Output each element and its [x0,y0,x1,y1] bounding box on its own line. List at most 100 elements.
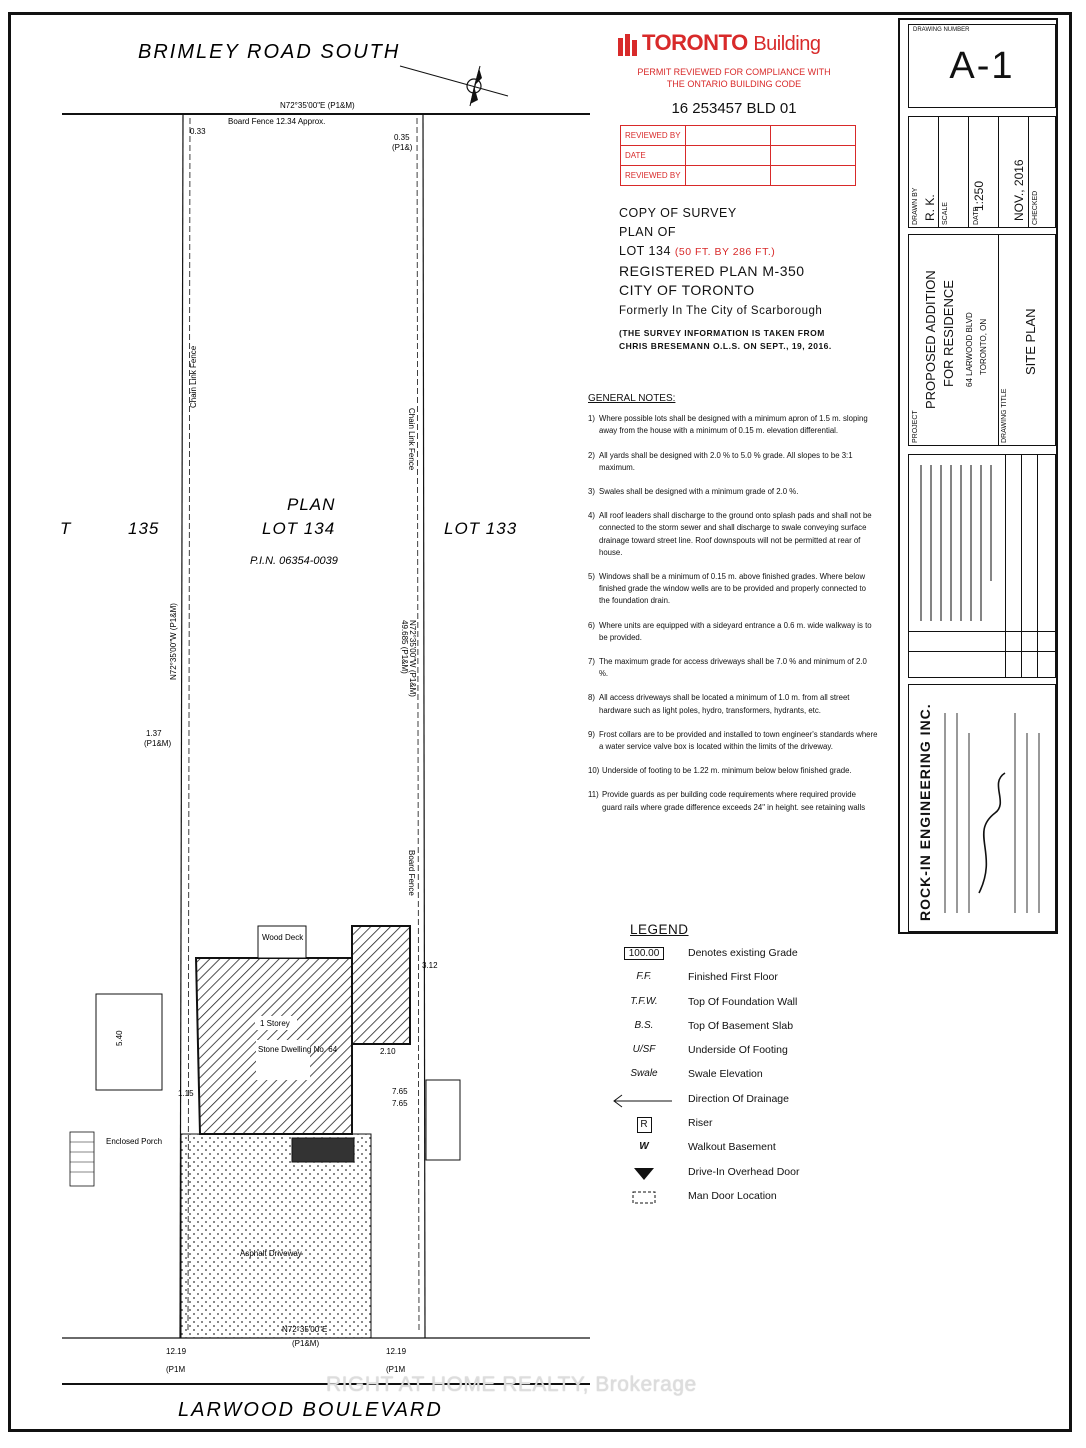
note-item: 6)Where units are equipped with a sideya… [588,620,872,642]
toronto-building-logo: TORONTO Building [642,30,821,56]
sheet-border [8,12,1072,1432]
stone-dwelling-label: Stone Dwelling No. 64 [258,1045,338,1054]
drawn-info-box: DRAWN BY R. K. SCALE 1:250 DATE NOV., 20… [908,116,1056,228]
porch-stairs [69,1131,95,1187]
chain-link-fence-right: Chain Link Fence [407,408,416,471]
drainage-arrow-icon [613,1094,672,1108]
board-fence-right: Board Fence [407,850,416,896]
general-notes-header: GENERAL NOTES: [588,393,676,404]
wood-deck-label: Wood Deck [262,933,304,942]
survey-line-5: CITY OF TORONTO [619,282,755,298]
firm-box: ROCK-IN ENGINEERING INC. [908,684,1056,932]
revision-notes-text [920,465,992,621]
enclosed-porch-label: Enclosed Porch [106,1137,162,1146]
logo-suffix: Building [753,33,821,55]
dim-0-35-top: 0.35 [394,133,410,142]
plan-label: PLAN [287,495,335,514]
address-line-2: TORONTO, ON [979,318,988,375]
survey-line-6: Formerly In The City of Scarborough [619,305,823,317]
note-item: 3)Swales shall be designed with a minimu… [588,487,799,497]
man-door-icon [632,1191,656,1204]
right-distance: 49.685 (P1&M) [400,620,409,674]
note-item: 1)Where possible lots shall be designed … [588,414,868,436]
overhead-door-icon [634,1167,654,1180]
review-row-label: REVIEWED BY [620,165,686,186]
survey-line-3: LOT 134 (50 FT. BY 286 FT.) [619,242,879,262]
note-item: 10)Underside of footing to be 1.22 m. mi… [588,766,852,776]
note-item: 4)All roof leaders shall discharge to th… [588,511,872,557]
permit-stamp: TORONTO Building PERMIT REVIEWED FOR COM… [612,26,856,186]
legend-row: Drive-In Overhead Door [606,1166,876,1190]
survey-lot-dims: (50 FT. BY 286 FT.) [674,246,776,258]
top-bearing: N72°35'00"E (P1&M) [280,101,355,110]
toronto-logo-icon [618,34,637,56]
legend-row: Man Door Location [606,1190,876,1214]
project-line-2: FOR RESIDENCE [941,280,956,387]
one-storey-label: 1 Storey [260,1019,290,1028]
note-item: 5)Windows shall be a minimum of 0.15 m. … [588,572,866,606]
legend-symbol: 100.00 [606,947,682,960]
street-name-top: BRIMLEY ROAD SOUTH [138,41,400,63]
date-label: DATE [973,206,980,225]
permit-reviewed-text: PERMIT REVIEWED FOR COMPLIANCE WITH THE … [612,66,856,90]
project-line-1: PROPOSED ADDITION [923,270,938,409]
drawing-title: SITE PLAN [1023,308,1038,375]
dim-p1m-left: (P1M [166,1365,185,1374]
dim-p1m-right: (P1M [386,1365,405,1374]
drawn-by-label: DRAWN BY [912,187,919,225]
survey-line-1: COPY OF SURVEY [619,206,737,220]
asphalt-driveway-label: Asphalt Driveway [240,1249,302,1258]
survey-note-2: CHRIS BRESEMANN O.L.S. ON SEPT., 19, 201… [619,341,832,351]
bottom-plan-ref: (P1&M) [292,1339,319,1348]
brokerage-watermark: RIGHT AT HOME REALTY, Brokerage [326,1373,697,1396]
label-bg-dwelling [256,1040,310,1080]
chain-link-fence-left: Chain Link Fence [189,345,198,408]
right-side-stairs [425,1079,461,1161]
permit-number: 16 253457 BLD 01 [671,100,797,117]
review-row-label: REVIEWED BY [620,125,686,146]
drawing-number-box: DRAWING NUMBER A-1 [908,24,1056,108]
survey-info: COPY OF SURVEY PLAN OF LOT 134 (50 FT. B… [619,204,879,353]
drawing-title-label: DRAWING TITLE [1001,388,1008,443]
review-table: REVIEWED BY DATE REVIEWED BY [620,125,856,186]
dim-5-40: 5.40 [115,1030,124,1046]
dim-0-33: 0.33 [190,127,206,136]
lot-135-label: 135 [128,519,159,538]
label-bg-storey [255,1016,297,1030]
survey-line-4: REGISTERED PLAN M-350 [619,263,805,279]
dim-3-12: 3.12 [422,961,438,970]
drawing-number-label: DRAWING NUMBER [913,27,970,33]
lot-134-label: LOT 134 [262,519,335,538]
dim-1-37: 1.37 [146,729,162,738]
revisions-box [908,454,1056,678]
board-fence-top: Board Fence 12.34 Approx. [228,117,325,126]
logo-name: TORONTO [642,30,748,55]
enclosed-porch-outline [95,993,163,1091]
project-box: PROJECT PROPOSED ADDITION FOR RESIDENCE … [908,234,1056,446]
fence-left [187,117,191,1331]
lot-133-label: LOT 133 [444,519,517,538]
street-name-bottom: LARWOOD BOULEVARD [178,1399,443,1421]
dim-7-65b: 7.65 [392,1099,408,1108]
left-bearing: N72°35'00"W (P1&M) [169,603,178,680]
note-item: 8)All access driveways shall be located … [588,693,850,715]
firm-details [944,713,1040,913]
dim-2-10: 2.10 [380,1047,396,1056]
lot-135-prefix: T [60,519,72,538]
survey-note-1: (THE SURVEY INFORMATION IS TAKEN FROM [619,328,825,338]
scale-label: SCALE [942,202,949,225]
project-label: PROJECT [912,410,919,443]
dim-12-19-right: 12.19 [386,1347,407,1356]
wood-deck-outline [257,925,307,959]
legend-row: T.F.W.Top Of Foundation Wall [630,995,798,1008]
note-item: 2)All yards shall be designed with 2.0 %… [588,450,853,472]
dim-12-19-left: 12.19 [166,1347,187,1356]
dim-p1m: (P1&M) [144,739,171,748]
general-notes: GENERAL NOTES: 1)Where possible lots sha… [588,393,878,826]
dwelling-rear-wing [351,925,411,1045]
legend: LEGEND 100.00 Denotes existing Grade F.F… [606,922,876,1214]
address-line-1: 64 LARWOOD BLVD [965,312,974,387]
